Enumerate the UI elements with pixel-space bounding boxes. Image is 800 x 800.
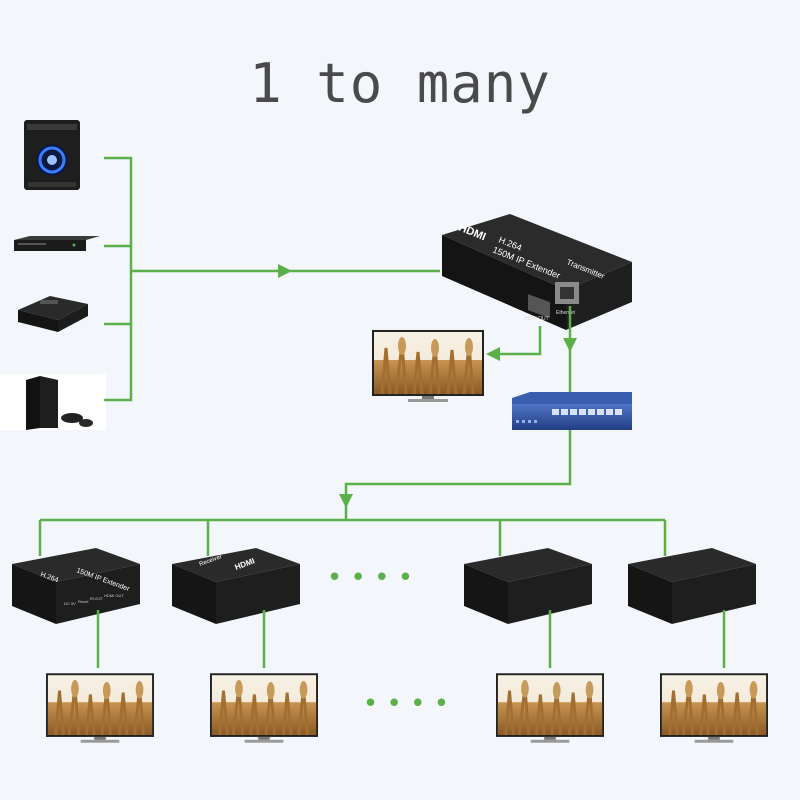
- arrow-to-transmitter: [278, 264, 292, 278]
- receiver-output-lines: [96, 610, 726, 668]
- arrow-to-receivers: [339, 494, 353, 508]
- display-monitor: [210, 672, 318, 744]
- receiver-port-dc: DC 5V: [64, 601, 76, 606]
- receiver-port-ir: IR-EXT: [90, 596, 104, 601]
- receiver-device: [464, 548, 592, 624]
- receiver-port-reset: Reset: [78, 599, 89, 604]
- distribution-lines: [38, 430, 667, 556]
- local-monitor: [372, 330, 484, 402]
- set-top-box-icon: [18, 296, 88, 332]
- diagram-title: 1 to many: [249, 52, 551, 115]
- transmitter-device: HDMI H.264 150M IP Extender Transmitter …: [442, 214, 632, 330]
- pc-tower-icon: [24, 120, 80, 190]
- arrow-to-local-monitor: [486, 347, 500, 361]
- display-monitor: [660, 672, 768, 744]
- receiver-device: [628, 548, 756, 624]
- local-monitor-line: [500, 326, 542, 356]
- receiver-device: [172, 548, 300, 624]
- game-console-icon: [0, 374, 106, 430]
- arrow-to-switch: [563, 338, 577, 352]
- network-switch-icon: [512, 392, 632, 430]
- display-monitor: [46, 672, 154, 744]
- transmitter-port-ethernet: Ethernet: [556, 310, 576, 316]
- dvd-player-icon: [14, 236, 100, 251]
- receivers-ellipsis: • • • •: [327, 563, 413, 593]
- transmitter-port-hdmi-out: HDMI OUT: [524, 316, 549, 322]
- receiver-port-hdmi-out: HDMI OUT: [104, 593, 124, 598]
- monitors-ellipsis: • • • •: [363, 689, 449, 719]
- display-monitor: [496, 672, 604, 744]
